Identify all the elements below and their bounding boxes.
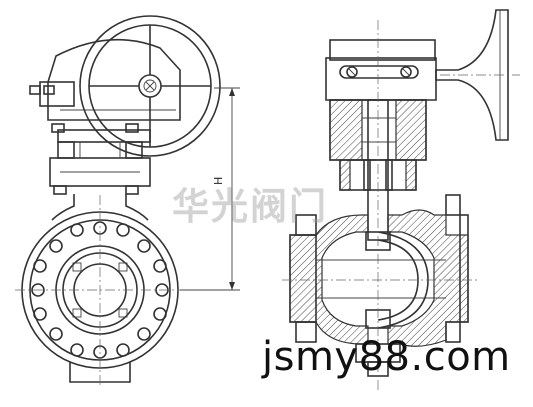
section-handwheel — [435, 9, 520, 141]
front-bracket — [49, 123, 151, 195]
front-inner-bolts — [72, 262, 128, 318]
front-gearbox — [29, 38, 181, 121]
watermark-text: 华光阀门 — [172, 185, 328, 228]
front-neck — [51, 194, 149, 221]
dimension-h: H — [180, 87, 240, 291]
front-view — [15, 15, 221, 385]
section-view — [282, 9, 520, 390]
section-bonnet — [329, 99, 427, 241]
dimension-h-label: H — [212, 177, 225, 185]
front-handwheel — [79, 15, 221, 157]
site-url-text: jsmy88.com — [262, 334, 511, 380]
section-body — [289, 194, 469, 347]
section-gearbox — [325, 39, 437, 101]
